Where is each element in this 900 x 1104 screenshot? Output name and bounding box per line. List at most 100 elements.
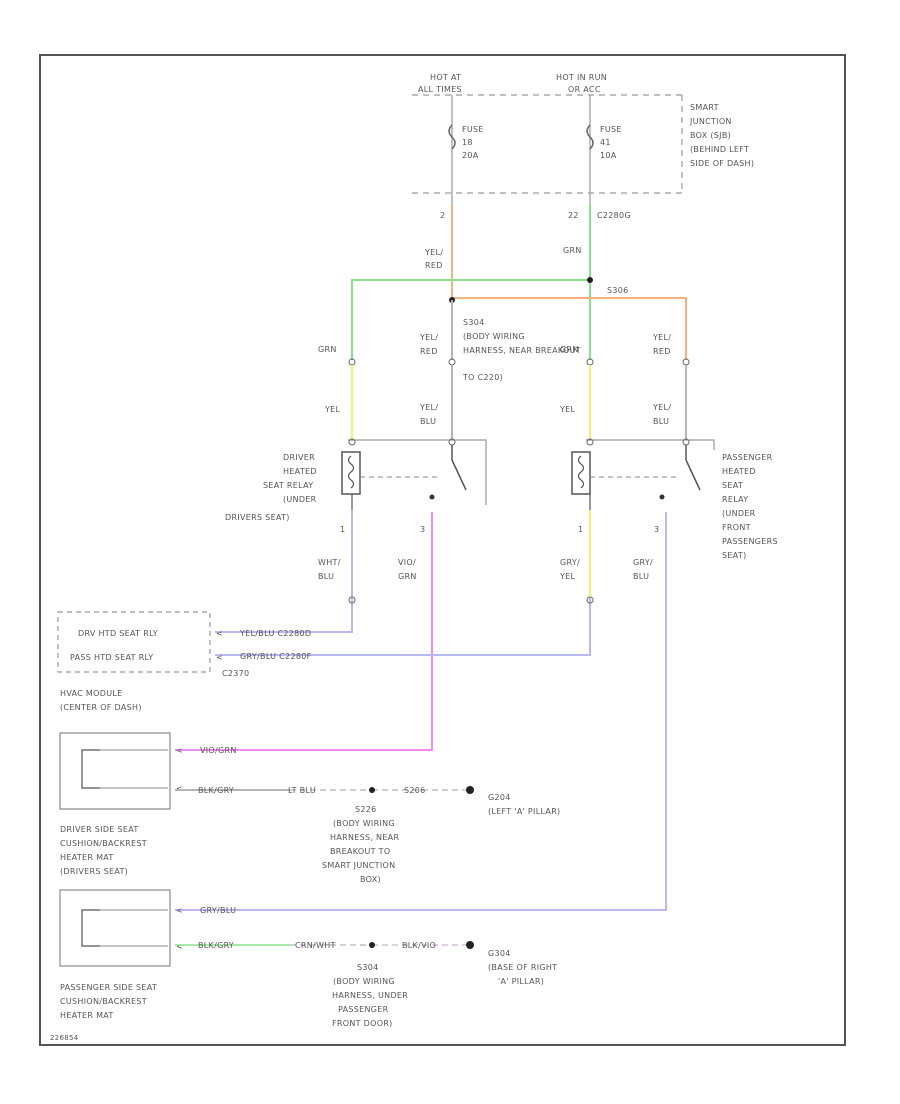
- s304-label-3: HARNESS, NEAR BREAKOUT: [463, 346, 581, 355]
- driver-mat-pin-1: <: [176, 746, 183, 755]
- s226-label-5: SMART JUNCTION: [322, 861, 395, 870]
- pass-mat-pin-2: <: [176, 942, 183, 951]
- sjb-label-1: SMART: [690, 103, 719, 112]
- conn-wht-blu: [348, 596, 356, 604]
- pass-mat-element: [81, 909, 100, 947]
- driver-relay: [341, 438, 487, 510]
- label-s206-mid: S206: [404, 786, 426, 795]
- pass-relay-label-2: HEATED: [722, 467, 756, 476]
- label-grybl-c: GRY/BLU C2280F: [240, 652, 312, 661]
- s226-label-4: BREAKOUT TO: [330, 847, 390, 856]
- hvac-row-1: DRV HTD SEAT RLY: [78, 629, 158, 638]
- pass-mat-label-1: PASSENGER SIDE SEAT: [60, 983, 157, 992]
- s304b-label-3: HARNESS, UNDER: [332, 991, 408, 1000]
- hvac-label-1: HVAC MODULE: [60, 689, 122, 698]
- driver-relay-label-4: (UNDER: [283, 495, 317, 504]
- passenger-relay: [571, 438, 715, 510]
- driver-relay-label-5: DRIVERS SEAT): [225, 513, 290, 522]
- hot-at-all-label-2: ALL TIMES: [418, 85, 462, 94]
- label-vio-grn-h: VIO/GRN: [200, 746, 237, 755]
- driver-mat-pin-2: <: [176, 784, 183, 793]
- hot-at-all-label: HOT AT: [430, 73, 461, 82]
- label-yel-pass: YEL: [559, 405, 576, 414]
- pass-relay-label-5: (UNDER: [722, 509, 756, 518]
- pass-relay-label-8: SEAT): [722, 551, 747, 560]
- pass-mat-label-3: HEATER MAT: [60, 1011, 114, 1020]
- fuse2-amp: 10A: [600, 151, 617, 160]
- label-grn-driver: GRN: [318, 345, 337, 354]
- wire-vio-grn: [175, 512, 433, 751]
- hvac-module-box: [57, 611, 211, 673]
- splice-s206: [369, 787, 375, 793]
- sjb-label-4: (BEHIND LEFT: [690, 145, 749, 154]
- fuse2-label: FUSE: [600, 125, 622, 134]
- label-blk-gry2: BLK/GRY: [198, 941, 234, 950]
- pass-relay-label-6: FRONT: [722, 523, 751, 532]
- fuse1-amp: 20A: [462, 151, 479, 160]
- s304b-label-5: FRONT DOOR): [332, 1019, 393, 1028]
- hot-run-label: HOT IN RUN: [556, 73, 607, 82]
- label-yel-driver: YEL: [324, 405, 341, 414]
- pass-mat-box: [59, 889, 171, 967]
- s226-label-1: S226: [355, 805, 377, 814]
- driver-relay-label-1: DRIVER: [283, 453, 315, 462]
- driver-mat-label-3: HEATER MAT: [60, 853, 114, 862]
- hvac-label-2: (CENTER OF DASH): [60, 703, 142, 712]
- pass-mat-pin-1: <: [176, 906, 183, 915]
- driver-mat-label-1: DRIVER SIDE SEAT: [60, 825, 139, 834]
- s226-label-6: BOX): [360, 875, 381, 884]
- label-yel-red-pass-1: YEL/: [652, 333, 671, 342]
- g304-label-3: 'A' PILLAR): [498, 977, 544, 986]
- driver-mat-element: [81, 749, 100, 789]
- g304-label-2: (BASE OF RIGHT: [488, 963, 557, 972]
- label-grn-pass: GRN: [560, 345, 579, 354]
- label-blk-gry: BLK/GRY: [198, 786, 234, 795]
- label-yel-red-main-2: RED: [425, 261, 443, 270]
- pass-relay-label-7: PASSENGERS: [722, 537, 778, 546]
- pass-relay-label-1: PASSENGER: [722, 453, 773, 462]
- sjb-label-5: SIDE OF DASH): [690, 159, 754, 168]
- driver-mat-label-4: (DRIVERS SEAT): [60, 867, 128, 876]
- pin-b-connector: C2280G: [597, 211, 631, 220]
- wire-gry-blu: [175, 512, 667, 911]
- label-blk-vio: BLK/VIO: [402, 941, 436, 950]
- fuse2-num: 41: [600, 138, 611, 147]
- label-yel-blu-pass-2: BLU: [653, 417, 669, 426]
- hvac-row-2: PASS HTD SEAT RLY: [70, 653, 153, 662]
- g304-label-1: G304: [488, 949, 511, 958]
- s226-label-2: (BODY WIRING: [333, 819, 395, 828]
- s304-label-4: TO C220): [462, 373, 503, 382]
- s304-label-1: S304: [463, 318, 485, 327]
- label-wht-blu-2: BLU: [318, 572, 334, 581]
- conn-gry-yel: [586, 596, 594, 604]
- label-yel-red-driver-1: YEL/: [419, 333, 438, 342]
- fuse2-symbol: [586, 124, 594, 150]
- pass-pin-3: 3: [654, 525, 659, 534]
- sjb-label-2: JUNCTION: [689, 117, 732, 126]
- label-yel-blu-pass-1: YEL/: [652, 403, 671, 412]
- s304b-label-2: (BODY WIRING: [333, 977, 395, 986]
- s304b-label-1: S304: [357, 963, 379, 972]
- pass-pin-1: 1: [578, 525, 583, 534]
- label-crn-wht: CRN/WHT: [295, 941, 336, 950]
- s304b-label-4: PASSENGER: [338, 1005, 389, 1014]
- driver-pin-3: 3: [420, 525, 425, 534]
- pass-mat-label-2: CUSHION/BACKREST: [60, 997, 147, 1006]
- driver-pin-1: 1: [340, 525, 345, 534]
- label-s306: S306: [607, 286, 629, 295]
- s304-label-2: (BODY WIRING: [463, 332, 525, 341]
- label-vio-grn-2: GRN: [398, 572, 417, 581]
- pin-label-a: 2: [440, 211, 445, 220]
- driver-relay-label-3: SEAT RELAY: [263, 481, 313, 490]
- driver-mat-label-2: CUSHION/BACKREST: [60, 839, 147, 848]
- label-wht-blu-1: WHT/: [318, 558, 341, 567]
- wire-wht-blu: [215, 510, 353, 633]
- label-gry-blu-h: GRY/BLU: [200, 906, 236, 915]
- ground-g304: [466, 941, 474, 949]
- label-gry-yel-1: GRY/: [560, 558, 580, 567]
- label-grn-main: GRN: [563, 246, 582, 255]
- fuse1-num: 18: [462, 138, 473, 147]
- diagram-frame: [39, 54, 846, 1046]
